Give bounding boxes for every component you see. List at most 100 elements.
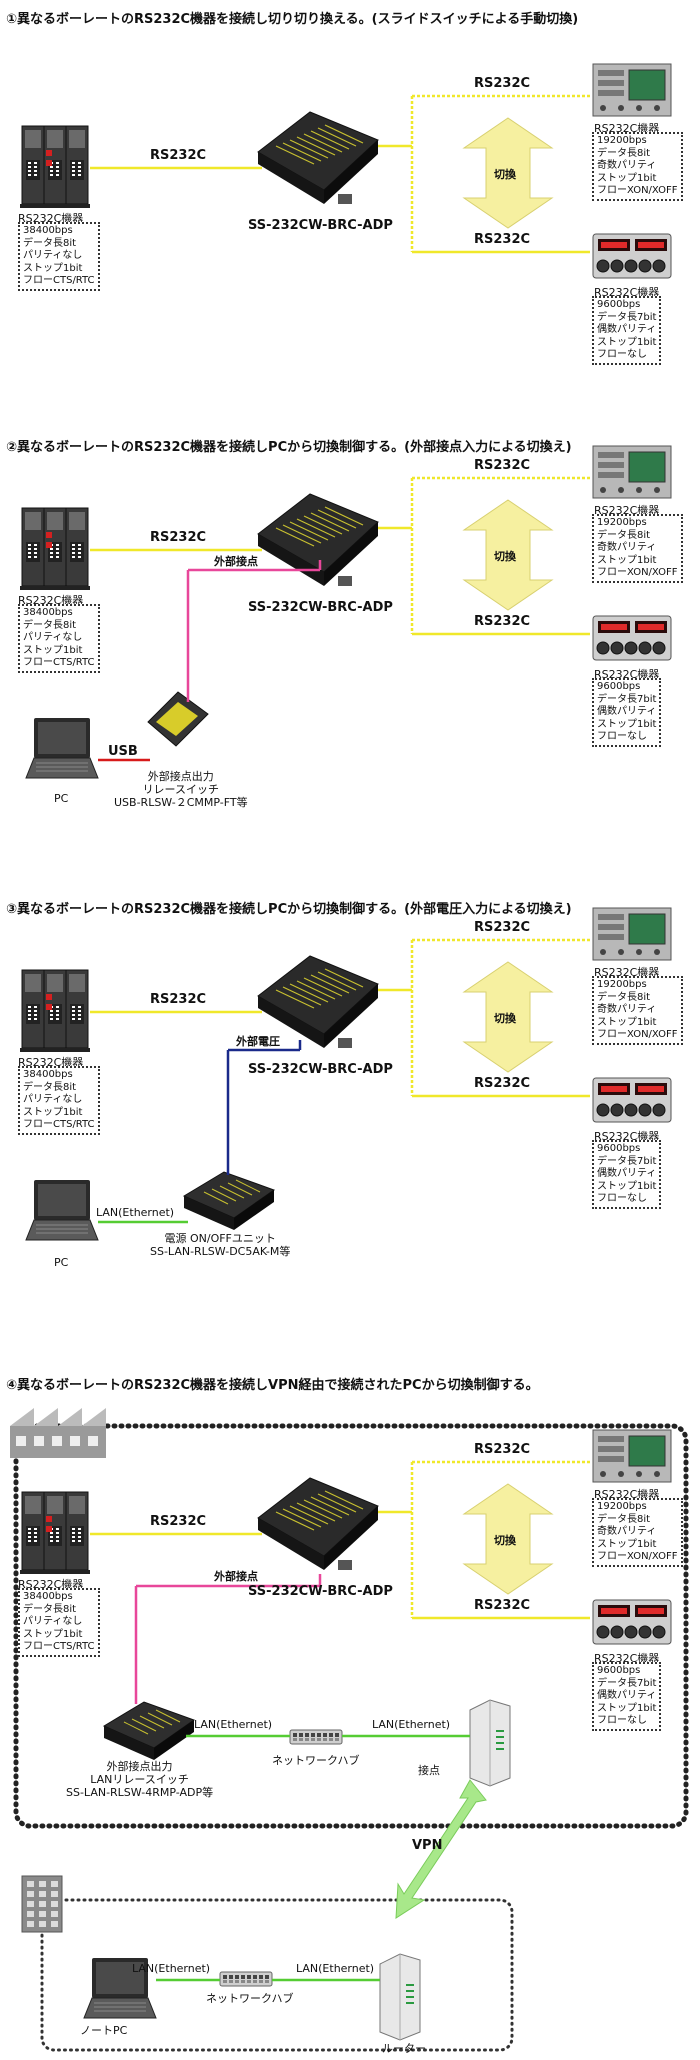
router-icon bbox=[379, 1953, 421, 2041]
spec-line: 19200bps bbox=[597, 135, 647, 146]
spec-line: 偶数パリティ bbox=[597, 1690, 657, 1701]
spec-line: フローなし bbox=[597, 349, 647, 360]
rs232c-label-upper: RS232C bbox=[474, 1442, 531, 1457]
server-rack-icon bbox=[20, 507, 90, 590]
left-device-label: RS232C機器 bbox=[18, 212, 84, 225]
lan-label-s4-left: LAN(Ethernet) bbox=[194, 1718, 273, 1731]
external-contact-label: 外部接点 bbox=[214, 555, 258, 568]
lan-label-remote-right: LAN(Ethernet) bbox=[296, 1962, 375, 1975]
lan-label-remote-left: LAN(Ethernet) bbox=[132, 1962, 211, 1975]
device-name-label: SS-232CW-BRC-ADP bbox=[248, 218, 393, 233]
spec-line: フローXON/XOFF bbox=[597, 1551, 678, 1562]
display-instrument-icon bbox=[592, 615, 672, 661]
rs232c-label-lower: RS232C bbox=[474, 614, 531, 629]
spec-line: 38400bps bbox=[23, 225, 73, 236]
spec-line: データ長8it bbox=[597, 529, 651, 541]
lan-relay-unit-icon bbox=[182, 1171, 276, 1230]
section-1-title: ①異なるボーレートのRS232C機器を接続し切り切り換える。(スライドスイッチに… bbox=[6, 12, 579, 27]
external-contact-label-s4: 外部接点 bbox=[214, 1570, 258, 1583]
hub-label-s4: ネットワークハブ bbox=[272, 1754, 360, 1767]
server-rack-icon bbox=[20, 969, 90, 1052]
converter-device-icon bbox=[257, 955, 379, 1048]
switch-arrow bbox=[462, 117, 554, 229]
remote-boundary bbox=[40, 1898, 514, 2052]
left-device-label: RS232C機器 bbox=[18, 1578, 84, 1591]
usb-label: USB bbox=[108, 744, 138, 759]
converter-device-icon bbox=[257, 111, 379, 204]
spec-line: ストップ1bit bbox=[597, 172, 657, 184]
upper-device-label: RS232C機器 bbox=[594, 504, 660, 517]
measurement-instrument-icon bbox=[592, 907, 672, 961]
spec-line: フローCTS/RTC bbox=[23, 1119, 95, 1130]
spec-line: 奇数パリティ bbox=[597, 542, 657, 553]
spec-line: 19200bps bbox=[597, 517, 647, 528]
spec-line: ストップ1bit bbox=[597, 336, 657, 348]
spec-line: データ長7bit bbox=[597, 693, 657, 705]
spec-line: パリティなし bbox=[23, 632, 83, 643]
spec-line: フローなし bbox=[597, 731, 647, 742]
spec-line: ストップ1bit bbox=[23, 644, 83, 656]
spec-line: フローCTS/RTC bbox=[23, 657, 95, 668]
spec-line: 38400bps bbox=[23, 607, 73, 618]
switch-label: 切換 bbox=[494, 550, 516, 563]
laptop-icon bbox=[83, 1958, 157, 2019]
section-4-title: ④異なるボーレートのRS232C機器を接続しVPN経由で接続されたPCから切換制… bbox=[6, 1378, 539, 1393]
spec-line: データ長8it bbox=[597, 147, 651, 159]
display-instrument-icon bbox=[592, 233, 672, 279]
spec-line: フローXON/XOFF bbox=[597, 185, 678, 196]
spec-line: ストップ1bit bbox=[597, 1538, 657, 1550]
relay-label-line: 外部接点出力 bbox=[147, 770, 214, 783]
spec-line: フローXON/XOFF bbox=[597, 567, 678, 578]
lan-label-s3: LAN(Ethernet) bbox=[96, 1206, 175, 1219]
rs232c-label-upper: RS232C bbox=[474, 76, 531, 91]
section-2-title: ②異なるボーレートのRS232C機器を接続しPCから切換制御する。(外部接点入力… bbox=[6, 440, 572, 455]
spec-line: 偶数パリティ bbox=[597, 706, 657, 717]
spec-line: ストップ1bit bbox=[597, 718, 657, 730]
spec-line: ストップ1bit bbox=[597, 1016, 657, 1028]
rs232c-label-lower: RS232C bbox=[474, 1598, 531, 1613]
server-rack-icon bbox=[20, 125, 90, 208]
spec-line: 38400bps bbox=[23, 1591, 73, 1602]
relay-label-line: USB-RLSW-２CMMP-FT等 bbox=[114, 796, 248, 809]
rs232c-label-lower: RS232C bbox=[474, 1076, 531, 1091]
rs232c-label-left: RS232C bbox=[150, 148, 207, 163]
device-name-label: SS-232CW-BRC-ADP bbox=[248, 1062, 393, 1077]
switch-arrow bbox=[462, 499, 554, 611]
relay-label-line: 電源 ON/OFFユニット bbox=[164, 1232, 276, 1245]
display-instrument-icon bbox=[592, 1599, 672, 1645]
lan-label-s4-right: LAN(Ethernet) bbox=[372, 1718, 451, 1731]
switch-label: 切換 bbox=[494, 1534, 516, 1547]
lower-device-label: RS232C機器 bbox=[594, 1130, 660, 1143]
measurement-instrument-icon bbox=[592, 445, 672, 499]
spec-line: データ長8it bbox=[23, 237, 77, 249]
spec-line: 奇数パリティ bbox=[597, 160, 657, 171]
spec-line: 偶数パリティ bbox=[597, 1168, 657, 1179]
rs232c-label-left: RS232C bbox=[150, 1514, 207, 1529]
spec-line: 19200bps bbox=[597, 979, 647, 990]
spec-line: ストップ1bit bbox=[23, 1628, 83, 1640]
spec-line: フローCTS/RTC bbox=[23, 275, 95, 286]
lan-relay-unit-icon bbox=[102, 1701, 196, 1760]
switch-arrow bbox=[462, 961, 554, 1073]
spec-line: 奇数パリティ bbox=[597, 1526, 657, 1537]
spec-line: ストップ1bit bbox=[23, 1106, 83, 1118]
pc-label: PC bbox=[54, 792, 69, 805]
converter-device-icon bbox=[257, 493, 379, 586]
laptop-icon bbox=[25, 718, 99, 779]
upper-device-label: RS232C機器 bbox=[594, 966, 660, 979]
vpn-label: VPN bbox=[412, 1838, 443, 1853]
contact-point-label: 接点 bbox=[418, 1764, 440, 1777]
switch-label: 切換 bbox=[494, 168, 516, 181]
network-hub-icon bbox=[289, 1729, 343, 1745]
spec-line: 9600bps bbox=[597, 299, 641, 310]
lower-device-label: RS232C機器 bbox=[594, 1652, 660, 1665]
relay-label-line: 外部接点出力 bbox=[106, 1760, 173, 1773]
relay-label-line: SS-LAN-RLSW-DC5AK-M等 bbox=[150, 1245, 291, 1258]
